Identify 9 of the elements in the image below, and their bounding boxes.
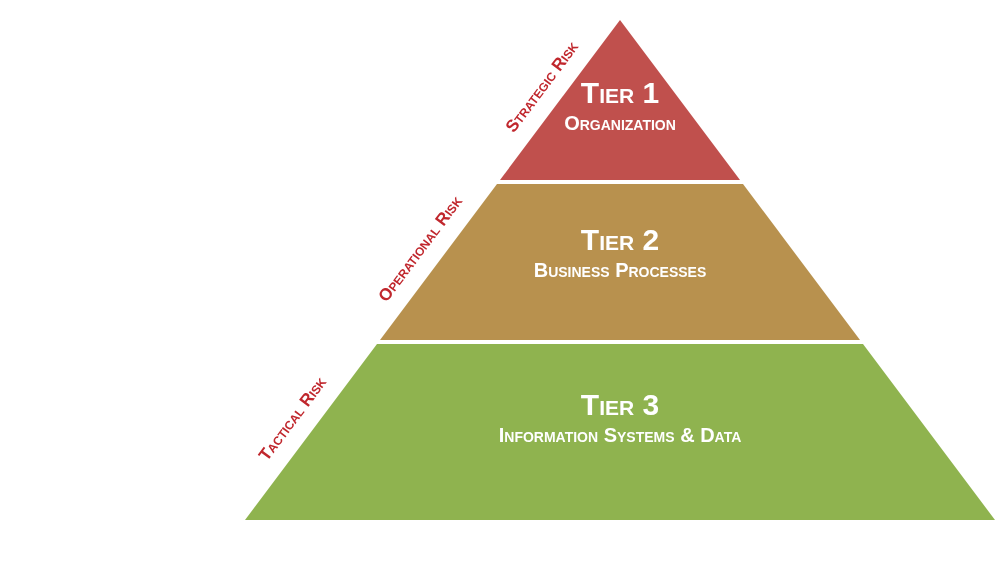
tier-description: Business Processes (533, 259, 707, 282)
tier-heading: Tier 3 (580, 388, 660, 422)
tier-heading: Tier 1 (580, 76, 660, 110)
pyramid-top-tier (500, 20, 740, 180)
tier-description: Information Systems & Data (498, 424, 742, 447)
pyramid-tier (245, 344, 995, 520)
pyramid-tier (380, 184, 860, 340)
tier-heading: Tier 2 (580, 223, 660, 257)
tier-description: Organization (564, 112, 676, 135)
